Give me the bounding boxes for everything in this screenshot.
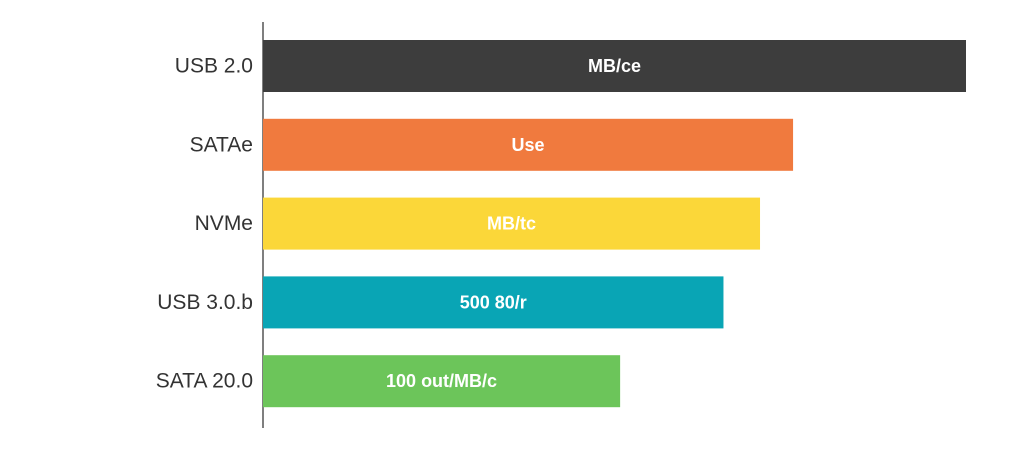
bar-value-label: MB/tc xyxy=(487,214,536,234)
bar-sata-20-0 xyxy=(263,355,621,408)
bar-value-label: MB/ce xyxy=(588,56,641,76)
bar-usb-3-0-b xyxy=(263,276,724,329)
category-label: SATA 20.0 xyxy=(156,370,253,393)
bar-usb-2-0 xyxy=(263,40,966,92)
bar-value-label: 500 80/r xyxy=(460,292,527,312)
category-label: SATAe xyxy=(190,133,253,156)
bar-nvme xyxy=(263,197,761,250)
bar-value-label: 100 out/MB/c xyxy=(386,371,497,391)
category-label: USB 2.0 xyxy=(175,55,253,78)
category-label: NVMe xyxy=(195,212,253,235)
category-label: USB 3.0.b xyxy=(157,291,253,314)
bar-value-label: Use xyxy=(512,135,545,155)
bar-satae xyxy=(263,118,794,171)
